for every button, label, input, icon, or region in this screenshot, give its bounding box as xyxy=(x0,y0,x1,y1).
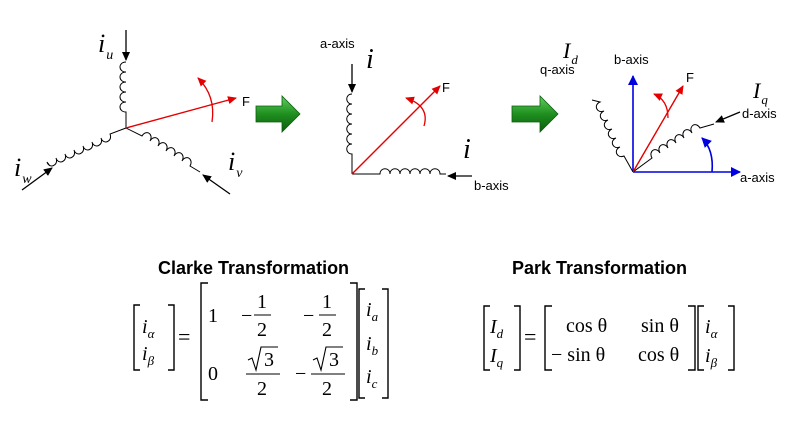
label-a-axis-3: a-axis xyxy=(740,170,775,185)
label-a-axis: a-axis xyxy=(320,36,355,51)
rotation-arc-1 xyxy=(197,77,214,123)
clarke-m21: 0 xyxy=(208,363,218,385)
label-i-b: i xyxy=(463,134,471,165)
park-lhs-bracket-right xyxy=(514,305,521,371)
park-rhs-bracket-right xyxy=(728,305,735,371)
label-I-q: Iq xyxy=(752,78,768,107)
label-force-1: F xyxy=(242,94,250,109)
ab-frame-diagram: a-axis i i b-axis F xyxy=(320,36,509,193)
theta-arc xyxy=(701,137,714,173)
clarke-title: Clarke Transformation xyxy=(158,258,349,278)
force-vector-3 xyxy=(632,85,684,173)
park-m11: cos θ xyxy=(566,315,607,337)
clarke-rhs-bracket-left xyxy=(358,288,365,399)
d-winding xyxy=(632,123,715,173)
park-title: Park Transformation xyxy=(512,258,687,278)
v-winding xyxy=(125,127,201,173)
q-winding xyxy=(591,99,634,173)
rotation-arc-3 xyxy=(653,93,669,119)
clarke-i-a: ia xyxy=(366,299,379,324)
clarke-matrix-bracket-left xyxy=(200,282,208,401)
park-equals: = xyxy=(524,324,536,349)
label-I-d: Id xyxy=(562,38,578,67)
d-current-arrow xyxy=(715,111,741,123)
clarke-m23-sqrt xyxy=(312,346,343,373)
park-lhs-bracket-left xyxy=(483,305,490,371)
clarke-m23-num: 3 xyxy=(329,349,339,371)
clarke-lhs-bracket-left xyxy=(133,304,140,371)
force-vector-1 xyxy=(125,96,237,129)
clarke-m22-den: 2 xyxy=(257,378,267,400)
transform-arrow-1 xyxy=(255,95,301,133)
label-i-a: i xyxy=(366,44,374,75)
clarke-m13-minus: − xyxy=(303,305,314,327)
clarke-i-beta: iβ xyxy=(142,343,155,368)
label-force-2: F xyxy=(442,80,450,95)
clarke-m11: 1 xyxy=(208,305,218,327)
force-vector-2 xyxy=(351,85,441,175)
transform-arrow-2 xyxy=(511,95,559,133)
label-b-axis-3: b-axis xyxy=(614,52,649,67)
clarke-equals: = xyxy=(178,324,190,349)
a-winding xyxy=(346,93,353,174)
park-I-d: Id xyxy=(489,316,504,341)
clarke-rhs-bracket-right xyxy=(382,288,389,399)
clarke-m12-num: 1 xyxy=(257,291,267,313)
park-matrix-bracket-left xyxy=(544,305,552,371)
park-equation: Park Transformation Id Iq = cos θ sin θ … xyxy=(483,258,735,371)
clarke-m23-minus: − xyxy=(295,363,306,385)
label-d-axis: d-axis xyxy=(742,106,777,121)
label-i-u: iu xyxy=(98,29,113,63)
clarke-m23-den: 2 xyxy=(322,378,332,400)
rotation-arc-2 xyxy=(405,96,426,127)
clarke-m22-num: 3 xyxy=(264,349,274,371)
label-i-v: iv xyxy=(228,147,243,181)
park-m21: − sin θ xyxy=(551,344,605,366)
clarke-m12-den: 2 xyxy=(257,319,267,341)
clarke-i-b: ib xyxy=(366,333,379,358)
b-winding xyxy=(352,168,446,175)
v-current-arrow xyxy=(202,174,231,195)
label-b-axis: b-axis xyxy=(474,178,509,193)
clarke-m22-sqrt xyxy=(247,346,278,373)
label-force-3: F xyxy=(686,70,694,85)
park-matrix-bracket-right xyxy=(688,305,696,371)
park-i-alpha: iα xyxy=(705,316,719,341)
clarke-lhs-bracket-right xyxy=(168,304,175,371)
label-q-axis: q-axis xyxy=(540,62,575,77)
w-winding xyxy=(46,127,127,167)
clarke-i-alpha: iα xyxy=(142,316,156,341)
three-phase-diagram: iu iv iw F xyxy=(14,29,250,195)
w-current-arrow xyxy=(21,167,53,191)
clarke-i-c: ic xyxy=(366,366,378,391)
park-rhs-bracket-left xyxy=(697,305,704,371)
park-m12: sin θ xyxy=(641,315,679,337)
clarke-m12-minus: − xyxy=(241,305,252,327)
label-i-w: iw xyxy=(14,153,32,187)
clarke-m13-num: 1 xyxy=(322,291,332,313)
park-i-beta: iβ xyxy=(705,345,718,370)
park-m22: cos θ xyxy=(638,344,679,366)
clarke-equation: Clarke Transformation iα iβ = 1 − 1 2 − … xyxy=(133,258,389,401)
park-I-q: Iq xyxy=(489,345,504,370)
clarke-matrix-bracket-right xyxy=(350,282,358,401)
u-winding xyxy=(119,61,127,128)
clarke-m13-den: 2 xyxy=(322,319,332,341)
dq-frame-diagram: Id q-axis b-axis F Iq d-axis a-axis xyxy=(540,38,777,185)
